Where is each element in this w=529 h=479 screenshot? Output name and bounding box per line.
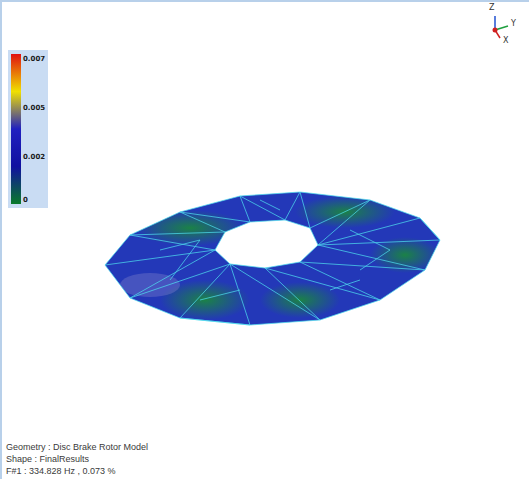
axis-label: Y xyxy=(511,19,516,28)
scale-value: 0 xyxy=(23,196,28,204)
scale-value: 0.005 xyxy=(23,104,45,112)
info-text: Geometry : Disc Brake Rotor Model xyxy=(6,442,148,452)
scale-value: 0.002 xyxy=(23,153,45,161)
info-text: Shape : FinalResults xyxy=(6,454,89,464)
axis-label: Z xyxy=(489,3,494,12)
axis-label: X xyxy=(503,36,508,45)
info-text: F#1 : 334.828 Hz , 0.073 % xyxy=(6,466,116,476)
scale-value: 0.007 xyxy=(23,55,45,63)
